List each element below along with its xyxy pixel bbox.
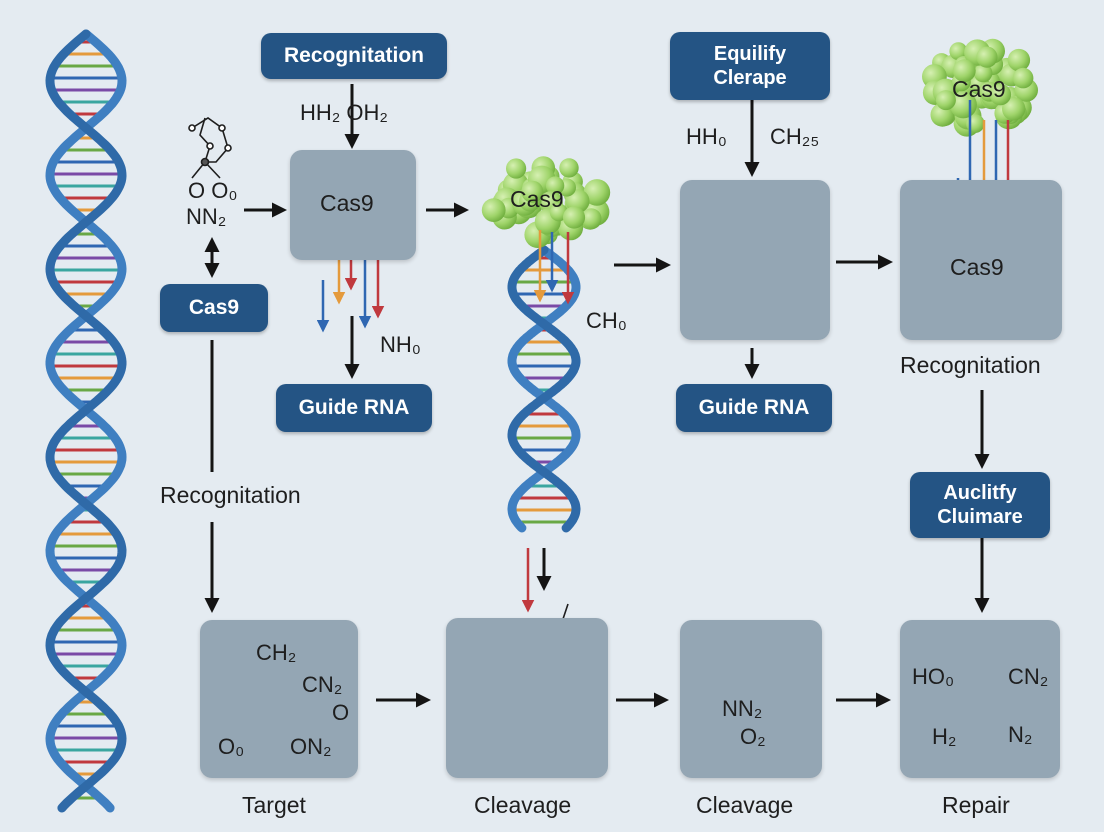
cas9-bead [562,206,586,229]
formula-hh0: HH₀ [686,124,727,149]
cas9-blob-1-label: Cas9 [510,186,564,212]
guide-rna-pill-1: Guide RNA [276,384,432,432]
cas9-bead [545,176,565,195]
cleavage-label-2: Cleavage [696,792,794,818]
formula-nn2-bottom: NN₂ [722,696,763,721]
formula-o2: O₂ [740,724,766,749]
formula-ch2: CH₂ [256,640,297,665]
cas9-bead [952,59,976,83]
formula-ch25: CH₂₅ [770,124,820,149]
recognition-pill: Recognitation [261,33,447,79]
formula-on2: ON₂ [290,734,332,759]
cas9-bead [1007,48,1031,72]
equilify-line-2: Clerape [713,67,787,89]
cleavage-label-1: Cleavage [474,792,572,818]
target-label: Target [242,792,306,818]
formula-oo: O O₀ [188,178,238,203]
cas9-bead [1012,67,1034,89]
auclitfy-line-1: Auclitfy [943,482,1017,504]
cas9-bead [559,158,579,178]
cas9-bead [583,179,611,206]
formula-ch0: CH₀ [586,308,627,333]
target-box [200,620,358,778]
dna-strand [45,29,127,813]
formula-nn2: NN₂ [186,204,227,229]
recognition-pill-label: Recognitation [284,44,424,68]
molecule-icon [188,117,232,179]
cas9-bead [1002,97,1026,121]
guide-rna-pill-2: Guide RNA [676,384,832,432]
cas9-box [290,150,416,260]
formula-o0: O₀ [218,734,245,759]
cas9-protein-icon [922,38,1038,137]
dna-strand [45,29,127,813]
cas9-pill: Cas9 [160,284,268,332]
auclitfy-line-2: Cluimare [937,506,1023,528]
formula-nh0: NH₀ [380,332,421,357]
formula-h2: H₂ [932,724,957,749]
cas9-pill-label: Cas9 [188,296,240,320]
dna-helix-icon [45,29,127,813]
recognition-right-label: Recognitation [900,352,1041,378]
guide-rna-pill-1-label: Guide RNA [298,396,410,420]
formula-ho0: HO₀ [912,664,955,689]
cas9-bead [976,46,998,68]
recognition-left-label: Recognitation [160,482,301,508]
cas9-bead [973,63,993,83]
formula-n2: N₂ [1008,722,1033,747]
cas9-bead [989,83,1012,106]
equilify-pill: Equilify Clerape [670,32,830,100]
formula-hh2-oh2: HH₂ OH₂ [300,100,388,125]
cas9-protein-icon [481,156,611,248]
cas9-box-label: Cas9 [320,190,374,216]
auclitfy-pill: Auclitfy Cluimare [910,472,1050,538]
cas9-right-box-label: Cas9 [950,254,1004,280]
repair-label: Repair [942,792,1010,818]
formula-cn2-right: CN₂ [1008,664,1049,689]
repair-box [900,620,1060,778]
cas9-bead [505,158,527,179]
cas9-bead [521,180,544,203]
cleavage-box-1 [446,618,608,778]
cas9-bead [949,42,968,61]
flow-arrows [204,84,990,708]
cas9-bead [581,208,602,229]
dna-helix-icon [507,245,581,533]
cas9-blob-2-label: Cas9 [952,76,1006,102]
dna-strand [507,245,581,533]
cleavage-box-2 [680,620,822,778]
guide-rna-pill-2-label: Guide RNA [698,396,810,420]
cas9-right-box [900,180,1062,340]
mechanism-box [680,180,830,340]
formula-cn2-left: CN₂ [302,672,343,697]
formula-o-left: O [332,700,350,725]
cas9-bead [481,198,506,223]
equilify-line-1: Equilify [713,43,787,65]
cas9-bead [935,90,956,111]
